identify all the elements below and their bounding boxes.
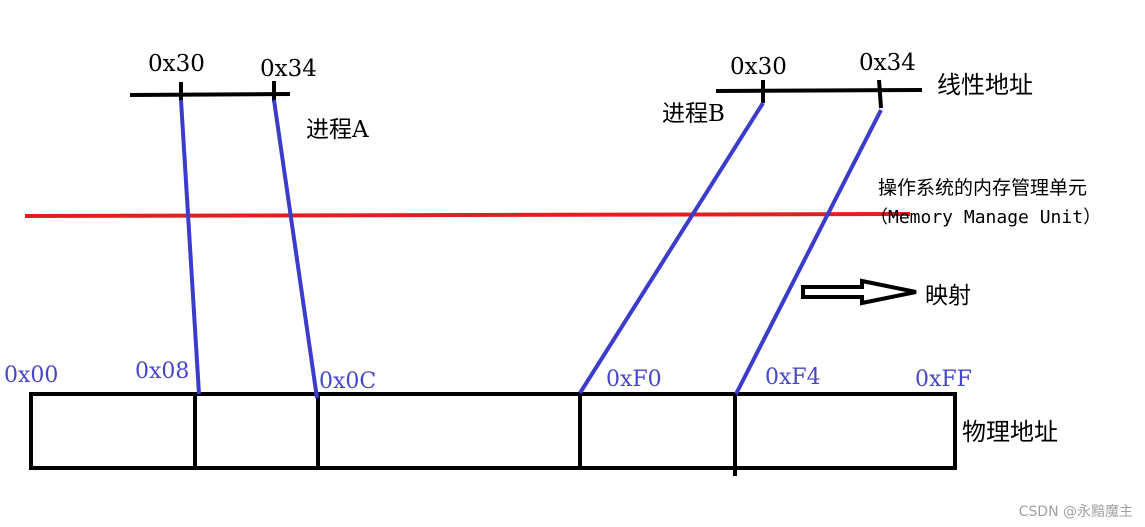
process-b-tick-2 — [877, 79, 883, 109]
physical-tick-label: 0x08 — [135, 359, 189, 384]
mapping-line-b-30 — [578, 101, 765, 395]
linear-address-label: 线性地址 — [937, 71, 1033, 99]
physical-memory-box — [29, 392, 957, 470]
mmu-subtitle: （Memory Manage Unit） — [870, 207, 1101, 228]
process-b-label: 进程B — [662, 101, 725, 127]
physical-tick-label: 0x00 — [4, 363, 58, 388]
process-b-axis — [715, 88, 923, 93]
process-a-axis — [129, 92, 291, 97]
physical-tick-label: 0xF0 — [606, 367, 662, 392]
process-b-addr-left: 0x30 — [730, 54, 787, 80]
physical-tick-label: 0xFF — [915, 367, 972, 392]
mapping-line-a-30 — [179, 99, 201, 395]
mapping-arrow-icon — [801, 278, 917, 306]
mapping-line-b-34 — [734, 109, 883, 395]
mapping-legend-label: 映射 — [925, 283, 971, 309]
mmu-title: 操作系统的内存管理单元 — [878, 177, 1087, 199]
physical-tick-label: 0x0C — [319, 369, 376, 394]
process-b-addr-right: 0x34 — [859, 50, 916, 76]
process-a-addr-right: 0x34 — [260, 56, 317, 82]
mapping-line-a-34 — [272, 99, 319, 399]
process-a-addr-left: 0x30 — [148, 51, 205, 77]
watermark: CSDN @永黯魔主 — [1019, 504, 1133, 520]
physical-address-label: 物理地址 — [962, 418, 1058, 446]
physical-tick-label: 0xF4 — [765, 365, 821, 390]
process-a-label: 进程A — [306, 117, 369, 143]
mmu-boundary-line — [24, 212, 911, 218]
